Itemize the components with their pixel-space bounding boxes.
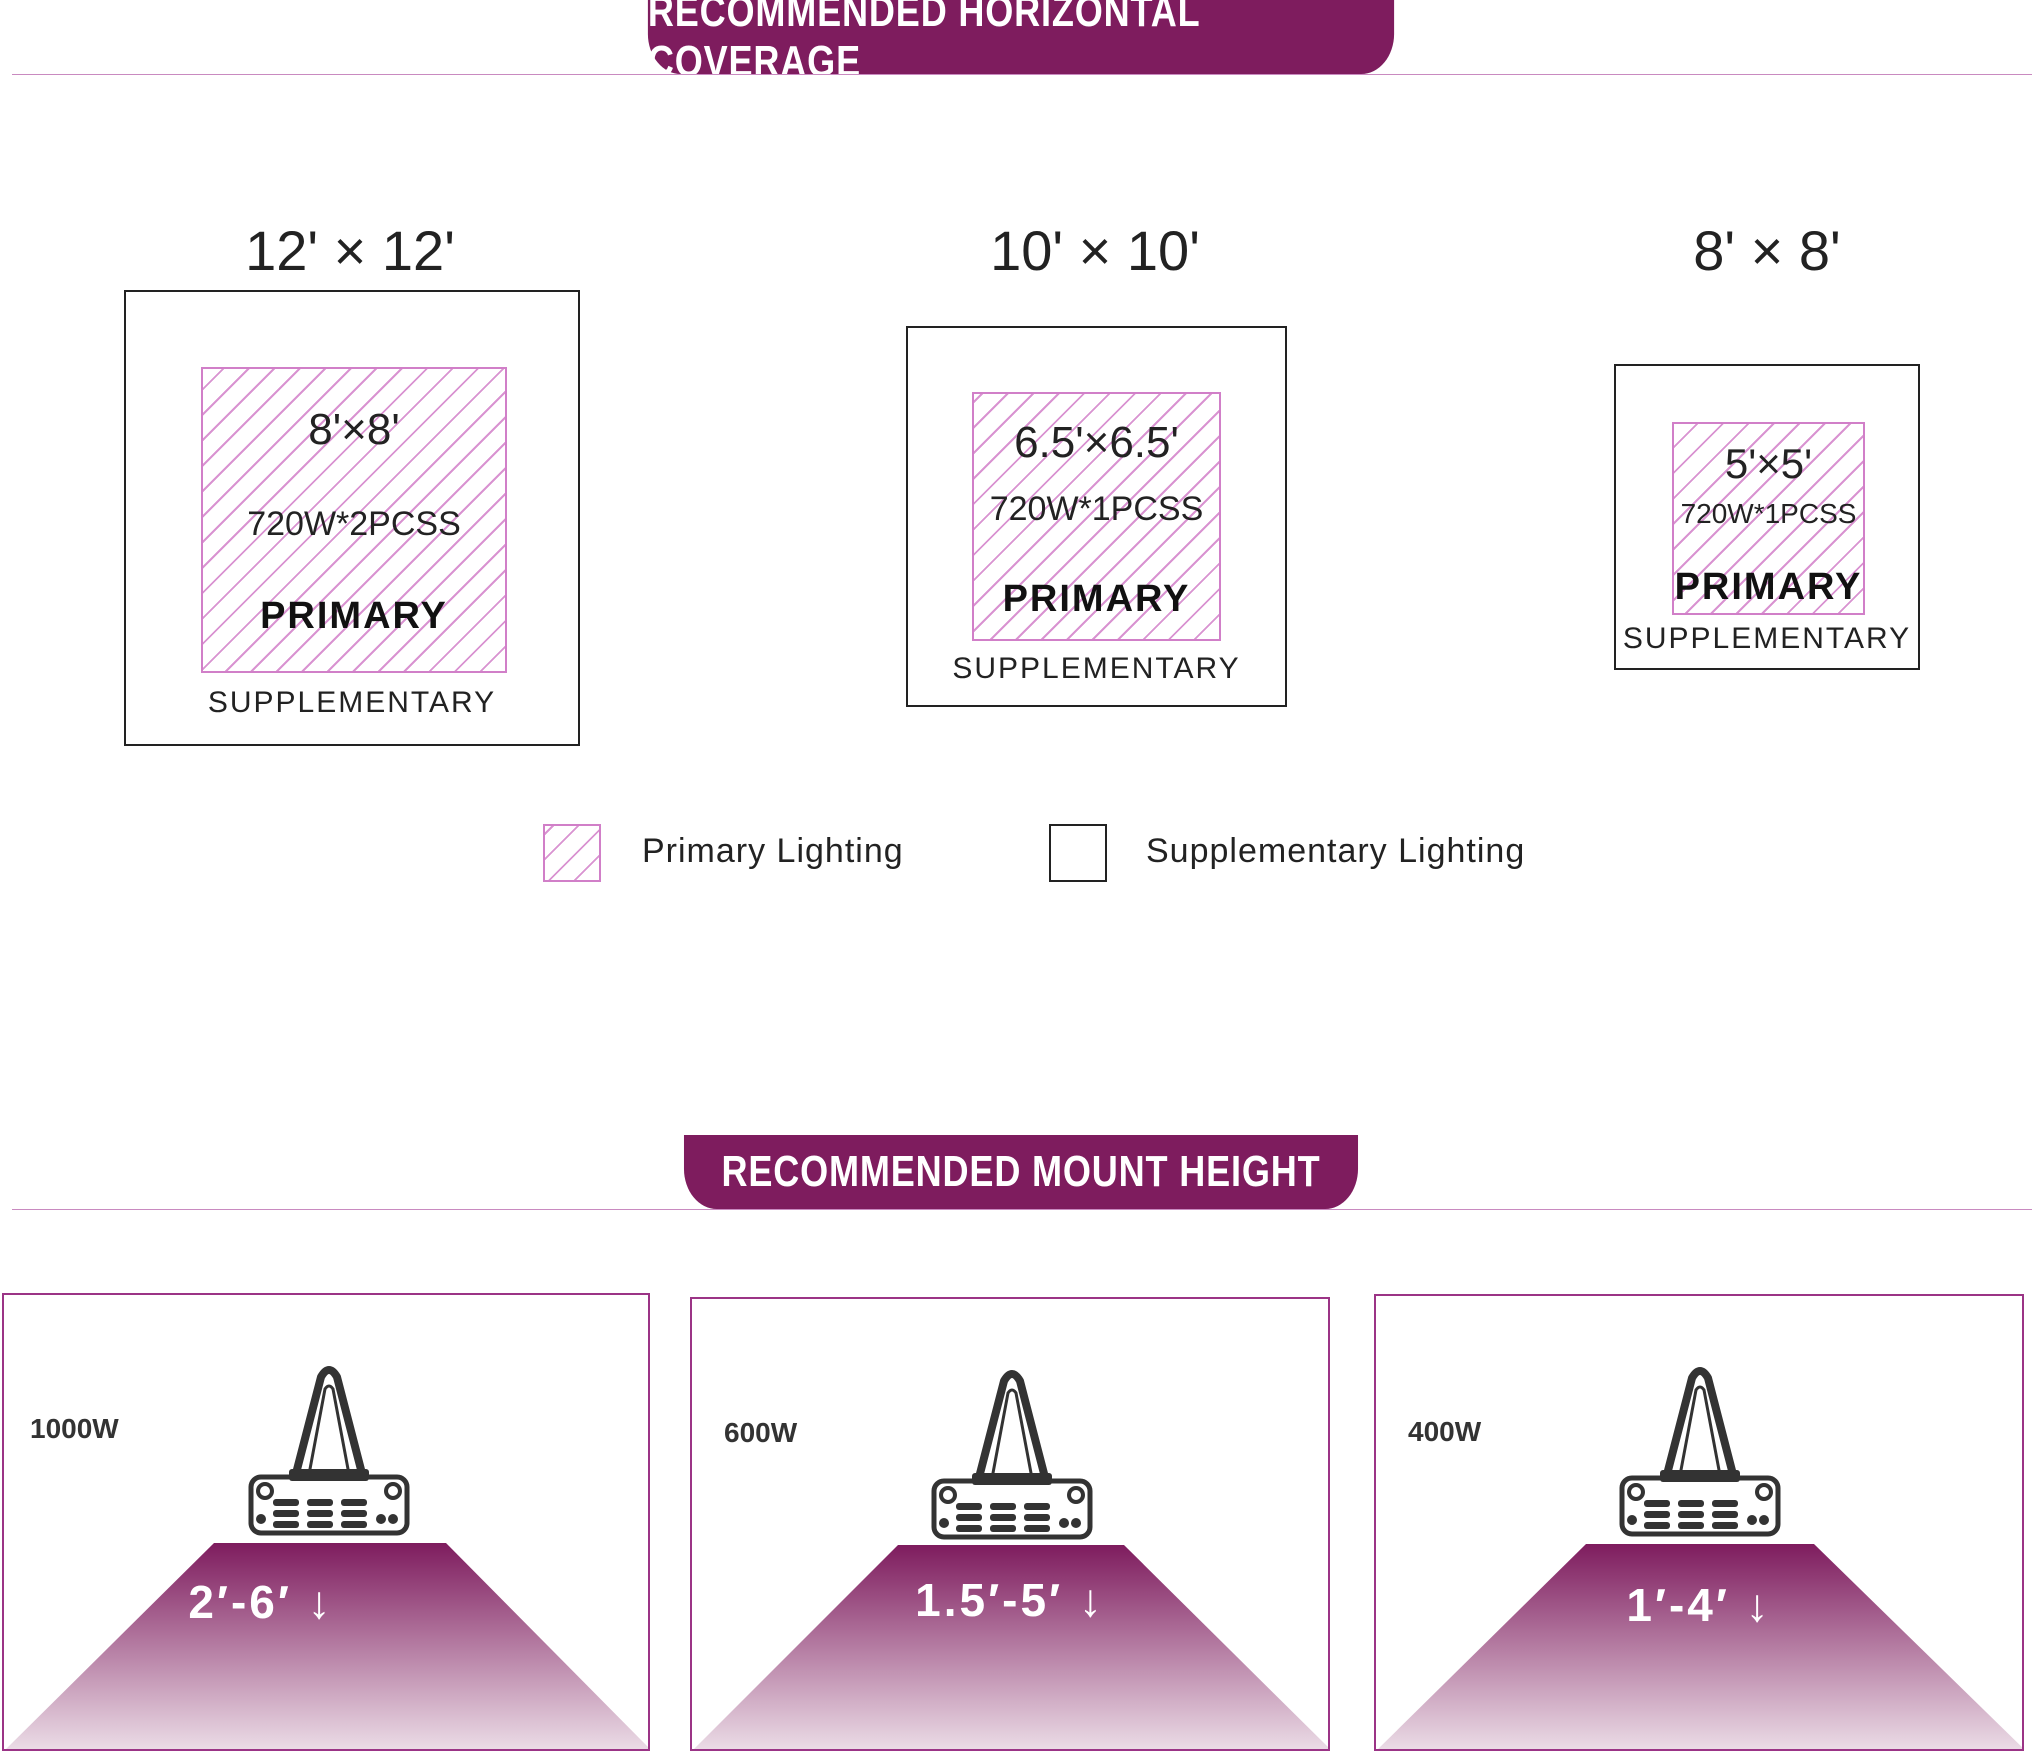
mount-diagram-400w — [1378, 1296, 2022, 1749]
mount-diagram-600w — [694, 1299, 1328, 1749]
coverage-divider — [12, 74, 2032, 75]
supplementary-area-10x10: 6.5'×6.5' 720W*1PCSS PRIMARY SUPPLEMENTA… — [906, 326, 1287, 707]
fixture-count: 720W*1PCSS — [1680, 498, 1857, 529]
legend-supplementary-swatch — [1049, 824, 1107, 882]
light-beam — [6, 1543, 648, 1749]
grow-light-fixture-icon — [251, 1370, 407, 1533]
grow-light-fixture-icon — [934, 1374, 1090, 1537]
light-beam — [1378, 1544, 2022, 1749]
supplementary-area-8x8: 5'×5' 720W*1PCSS PRIMARY SUPPLEMENTARY — [1614, 364, 1920, 670]
grow-light-fixture-icon — [1622, 1371, 1778, 1534]
primary-area-12x12: 8'×8' 720W*2PCSS PRIMARY — [201, 367, 507, 673]
supplementary-area-12x12: 8'×8' 720W*2PCSS PRIMARY SUPPLEMENTARY — [124, 290, 580, 746]
light-beam — [694, 1545, 1328, 1749]
primary-size: 5'×5' — [1724, 440, 1813, 487]
supplementary-label: SUPPLEMENTARY — [952, 652, 1241, 685]
area-title-12x12: 12' × 12' — [245, 219, 455, 282]
legend-primary-label: Primary Lighting — [642, 832, 904, 870]
mount-banner: RECOMMENDED MOUNT HEIGHT — [683, 1135, 1359, 1209]
area-title-8x8: 8' × 8' — [1693, 219, 1841, 282]
fixture-count: 720W*1PCSS — [989, 490, 1204, 528]
area-title-10x10: 10' × 10' — [990, 219, 1200, 282]
primary-area-10x10: 6.5'×6.5' 720W*1PCSS PRIMARY — [972, 392, 1221, 641]
height-range: 2′-6′ ↓ — [188, 1576, 334, 1628]
fixture-count: 720W*2PCSS — [247, 505, 461, 543]
primary-area-8x8: 5'×5' 720W*1PCSS PRIMARY — [1672, 422, 1865, 615]
mount-banner-text: RECOMMENDED MOUNT HEIGHT — [721, 1147, 1321, 1196]
mount-divider — [12, 1209, 2032, 1210]
mount-panel-400w: 400W 1′-4′ ↓ — [1374, 1294, 2024, 1751]
coverage-banner: RECOMMENDED HORIZONTAL COVERAGE — [647, 0, 1395, 86]
coverage-banner-text: RECOMMENDED HORIZONTAL COVERAGE — [647, 0, 1200, 86]
wattage-label: 400W — [1408, 1416, 1482, 1447]
primary-size: 8'×8' — [308, 405, 400, 454]
legend-primary-swatch — [543, 824, 601, 882]
wattage-label: 1000W — [30, 1413, 119, 1444]
primary-label: PRIMARY — [1002, 578, 1191, 620]
supplementary-label: SUPPLEMENTARY — [1622, 622, 1912, 655]
mount-panel-1000w: 1000W 2′-6′ ↓ — [2, 1293, 650, 1751]
mount-panel-600w: 600W 1.5′-5′ ↓ — [690, 1297, 1330, 1751]
legend-supplementary-label: Supplementary Lighting — [1146, 832, 1526, 870]
primary-label: PRIMARY — [1674, 566, 1863, 608]
mount-diagram-1000w — [6, 1295, 648, 1749]
primary-label: PRIMARY — [260, 595, 448, 637]
height-range: 1.5′-5′ ↓ — [915, 1574, 1105, 1626]
supplementary-label: SUPPLEMENTARY — [207, 686, 497, 719]
primary-size: 6.5'×6.5' — [1014, 418, 1179, 467]
height-range: 1′-4′ ↓ — [1626, 1579, 1772, 1631]
wattage-label: 600W — [724, 1417, 798, 1448]
